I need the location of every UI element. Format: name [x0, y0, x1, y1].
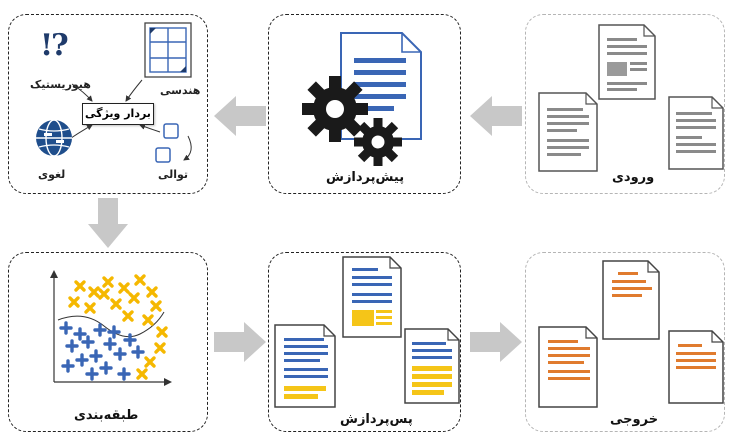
yellow-x-mark — [102, 276, 114, 288]
yellow-x-mark — [128, 292, 140, 304]
yellow-x-mark — [144, 356, 156, 368]
geometric-label: هندسی — [160, 84, 201, 97]
classification-scatter-plot — [50, 270, 172, 386]
yellow-x-mark — [156, 326, 168, 338]
sequential-label: توالی — [158, 168, 189, 181]
input-panel — [525, 14, 725, 194]
output-label: خروجی — [610, 412, 659, 427]
output-document-left — [538, 326, 598, 408]
arrow-preprocess-to-features — [214, 96, 266, 136]
postprocess-label: پس‌پردازش — [340, 412, 413, 427]
sequence-boxes-icon — [155, 123, 179, 163]
yellow-x-mark — [136, 368, 148, 380]
blue-plus-mark — [61, 359, 75, 373]
lexical-label: لغوی — [38, 168, 66, 181]
feature-vector-box: بردار ویژگی — [82, 103, 154, 125]
output-document-top — [602, 260, 660, 340]
blue-plus-mark — [75, 353, 89, 367]
yellow-x-mark — [68, 296, 80, 308]
heuristic-label: هیوریستیک — [30, 78, 91, 91]
output-document-right — [668, 330, 724, 404]
postprocess-document-left — [274, 324, 336, 408]
yellow-x-mark — [150, 300, 162, 312]
blue-plus-mark — [99, 361, 113, 375]
blue-plus-mark — [103, 337, 117, 351]
arrow-classification-to-postprocess — [214, 322, 266, 362]
blue-plus-mark — [73, 327, 87, 341]
yellow-x-mark — [84, 302, 96, 314]
yellow-x-mark — [146, 286, 158, 298]
input-document-left — [538, 92, 598, 172]
yellow-x-mark — [118, 282, 130, 294]
gear-small-icon — [354, 118, 402, 166]
blue-plus-mark — [93, 323, 107, 337]
blue-plus-mark — [123, 333, 137, 347]
yellow-x-mark — [98, 288, 110, 300]
postprocessing-panel — [268, 252, 461, 432]
output-panel — [525, 252, 725, 432]
blue-plus-mark — [107, 325, 121, 339]
yellow-x-mark — [74, 280, 86, 292]
blue-plus-mark — [131, 345, 145, 359]
preprocess-label: پیش‌پردازش — [326, 170, 405, 185]
yellow-x-mark — [142, 314, 154, 326]
blue-plus-mark — [81, 335, 95, 349]
gear-icon — [302, 76, 368, 142]
yellow-x-mark — [154, 342, 166, 354]
classification-panel — [8, 252, 208, 432]
blue-plus-mark — [89, 349, 103, 363]
yellow-x-mark — [134, 274, 146, 286]
preprocessing-panel — [268, 14, 461, 194]
blue-plus-mark — [85, 367, 99, 381]
input-document-top — [598, 24, 656, 100]
arrow-postprocess-to-output — [470, 322, 522, 362]
blue-plus-mark — [59, 321, 73, 335]
classification-label: طبقه‌بندی — [74, 408, 139, 423]
feature-extraction-panel — [8, 14, 208, 194]
blue-plus-mark — [117, 367, 131, 381]
yellow-x-mark — [88, 286, 100, 298]
postprocess-document-right — [404, 328, 460, 404]
arrow-features-to-classification — [88, 198, 128, 248]
globe-text-icon — [36, 119, 72, 157]
arrow-input-to-preprocess — [470, 96, 522, 136]
yellow-x-mark — [122, 310, 134, 322]
input-label: ورودی — [612, 170, 655, 185]
blue-plus-mark — [113, 347, 127, 361]
yellow-x-mark — [110, 298, 122, 310]
blue-plus-mark — [65, 339, 79, 353]
layout-grid-icon — [144, 22, 192, 78]
postprocess-document-top — [342, 256, 402, 338]
input-document-right — [668, 96, 724, 170]
exclamation-question-icon: !? — [40, 28, 69, 63]
